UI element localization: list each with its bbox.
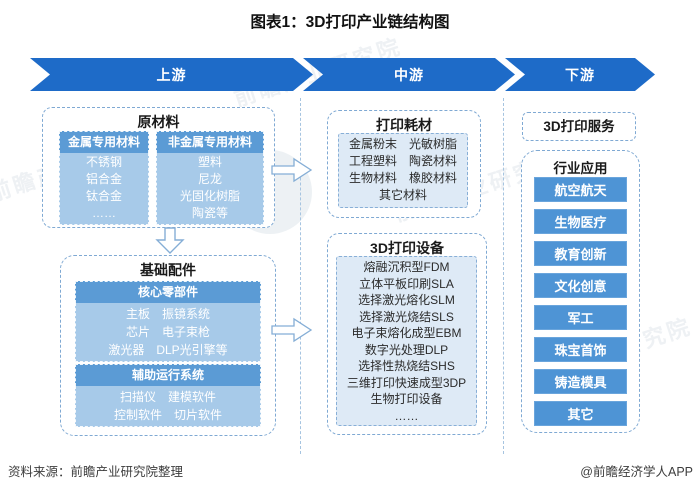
component-row: 主板 振镜系统 (125, 307, 210, 321)
component-row: 控制软件 切片软件 (113, 408, 222, 422)
equipment-list: 熔融沉积型FDM 立体平板印刷SLA 选择激光熔化SLM 选择激光烧结SLS 电子束熔化… (336, 256, 477, 426)
material-item: 尼龙 (197, 172, 222, 186)
consumable-row: 其它材料 (378, 188, 427, 202)
material-item: …… (92, 206, 116, 220)
raw-materials-group: 原材料 金属专用材料 不锈钢铝合金钛合金 …… 非金属专用材料 塑料尼龙光固化树脂… (42, 107, 275, 228)
basic-parts-group: 基础配件 核心零部件 主板 振镜系统芯片 电子束枪激光器 DLP光引擎等 辅助运… (60, 255, 276, 436)
equipment-item: 数字光处理DLP (364, 342, 449, 357)
material-item: 塑料 (197, 155, 222, 169)
application-item: 铸造模具 (534, 369, 627, 394)
subbox-body: 扫描仪 建模软件控制软件 切片软件 (75, 386, 261, 427)
group-title: 行业应用 (553, 161, 608, 176)
material-item: 铝合金 (85, 172, 122, 186)
equipment-item: 选择激光熔化SLM (358, 293, 455, 307)
equipment-item: 立体平板印刷SLA (359, 276, 454, 291)
equipment-item: 生物打印设备 (370, 392, 443, 406)
component-row: 扫描仪 建模软件 (119, 390, 216, 404)
subbox-body: 主板 振镜系统芯片 电子束枪激光器 DLP光引擎等 (75, 303, 261, 362)
page-title: 图表1：3D打印产业链结构图 (250, 14, 450, 31)
stage-arrow-midstream: 中游 (303, 58, 515, 91)
source-note: 资料来源：前瞻产业研究院整理 (8, 465, 184, 479)
subbox-body: 塑料尼龙光固化树脂陶瓷等 (156, 153, 264, 225)
column-divider (503, 98, 504, 454)
application-item: 生物医疗 (534, 209, 627, 234)
group-title: 打印耗材 (376, 117, 432, 133)
core-components-box: 核心零部件 主板 振镜系统芯片 电子束枪激光器 DLP光引擎等 (75, 281, 261, 362)
service-box: 3D打印服务 (522, 112, 636, 141)
equipment-item: 选择激光烧结SLS (359, 309, 454, 324)
group-title: 基础配件 (140, 262, 196, 278)
component-row: 激光器 DLP光引擎等 (108, 343, 228, 357)
consumables-group: 打印耗材 金属粉末 光敏树脂工程塑料 陶瓷材料生物材料 橡胶材料其它材料 (327, 110, 481, 218)
equipment-item: 选择性热烧结SHS (358, 359, 455, 373)
group-title: 3D打印服务 (543, 119, 615, 134)
stage-label-downstream: 下游 (565, 66, 595, 83)
consumable-row: 生物材料 橡胶材料 (348, 171, 457, 185)
application-item: 军工 (534, 305, 627, 330)
consumable-row: 工程塑料 陶瓷材料 (348, 154, 457, 168)
subbox-header: 金属专用材料 (59, 131, 149, 153)
material-item: 不锈钢 (85, 155, 122, 169)
subbox-body: 不锈钢铝合金钛合金 …… (59, 153, 149, 225)
stage-arrow-upstream: 上游 (30, 58, 313, 91)
column-divider (300, 98, 301, 454)
auxiliary-systems-box: 辅助运行系统 扫描仪 建模软件控制软件 切片软件 (75, 364, 261, 427)
consumables-list: 金属粉末 光敏树脂工程塑料 陶瓷材料生物材料 橡胶材料其它材料 (338, 133, 468, 208)
equipment-item: …… (394, 408, 419, 423)
equipment-item: 三维打印快速成型3DP (346, 375, 467, 390)
group-title: 3D打印设备 (370, 240, 444, 256)
subbox-header: 非金属专用材料 (156, 131, 264, 153)
stage-arrow-downstream: 下游 (505, 58, 655, 91)
equipment-item: 电子束熔化成型EBM (351, 326, 462, 340)
stage-label-upstream: 上游 (156, 66, 187, 83)
flow-arrow-down (155, 227, 185, 254)
group-title: 原材料 (137, 114, 180, 130)
consumable-row: 金属粉末 光敏树脂 (348, 137, 457, 151)
subbox-header: 核心零部件 (75, 281, 261, 303)
application-item: 珠宝首饰 (534, 337, 627, 362)
material-item: 钛合金 (85, 189, 122, 203)
brand-note: @前瞻经济学人APP (580, 465, 693, 479)
applications-group: 行业应用 航空航天生物医疗教育创新文化创意军工珠宝首饰铸造模具其它 (521, 150, 640, 433)
application-item: 航空航天 (534, 177, 627, 202)
stage-label-midstream: 中游 (394, 66, 424, 83)
metal-materials-box: 金属专用材料 不锈钢铝合金钛合金 …… (59, 131, 149, 225)
application-item: 教育创新 (534, 241, 627, 266)
application-item: 其它 (534, 401, 627, 426)
material-item: 光固化树脂 (179, 189, 240, 203)
flow-arrow-right (271, 317, 313, 343)
applications-list: 航空航天生物医疗教育创新文化创意军工珠宝首饰铸造模具其它 (522, 177, 639, 433)
component-row: 芯片 电子束枪 (125, 325, 210, 339)
subbox-header: 辅助运行系统 (75, 364, 261, 386)
equipment-group: 3D打印设备 熔融沉积型FDM 立体平板印刷SLA 选择激光熔化SLM 选择激光烧结S… (327, 233, 487, 435)
material-item: 陶瓷等 (191, 206, 228, 220)
nonmetal-materials-box: 非金属专用材料 塑料尼龙光固化树脂陶瓷等 (156, 131, 264, 225)
application-item: 文化创意 (534, 273, 627, 298)
flow-arrow-right (271, 157, 313, 183)
equipment-item: 熔融沉积型FDM (363, 260, 450, 274)
